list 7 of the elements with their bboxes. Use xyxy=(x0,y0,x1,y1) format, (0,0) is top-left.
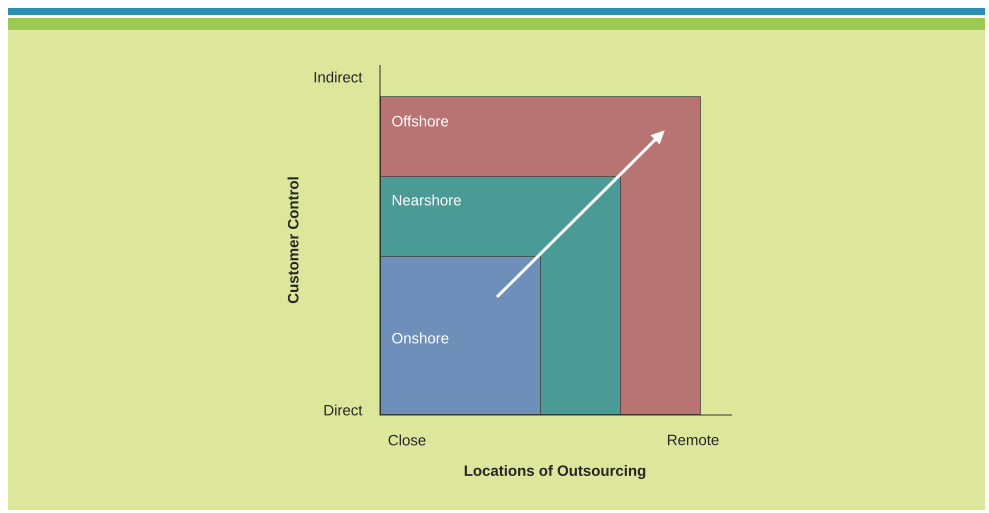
region-box: Onshore xyxy=(380,256,541,415)
axis-label: Indirect xyxy=(314,72,362,82)
axis-label: Close xyxy=(388,434,426,446)
axis-label: Direct xyxy=(324,404,362,416)
axis-label: Remote xyxy=(668,434,719,446)
axis-title: Locations of Outsourcing xyxy=(464,464,646,480)
axis-title: Customer Control xyxy=(288,177,298,304)
